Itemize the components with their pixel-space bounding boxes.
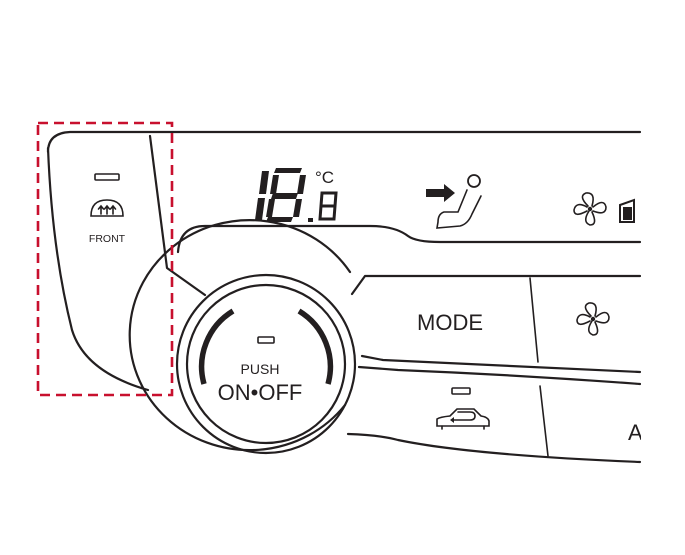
front-defrost-indicator xyxy=(94,173,120,181)
highlight-box xyxy=(36,121,174,397)
knob-indicator-light xyxy=(257,336,275,344)
knob-right-arc xyxy=(297,308,334,385)
temperature-digits xyxy=(255,168,338,222)
fan-icon xyxy=(573,192,607,226)
fan-level-bar-icon xyxy=(619,198,635,223)
ac-label: A xyxy=(628,420,643,445)
fan-icon xyxy=(576,302,610,336)
push-label: PUSH xyxy=(241,361,280,377)
on-off-knob[interactable]: PUSH ON•OFF xyxy=(175,273,357,455)
recirculation-button[interactable] xyxy=(436,387,490,430)
face-vent-airflow-icon xyxy=(426,174,482,229)
front-defroster-icon xyxy=(90,199,124,217)
fan-speed-button[interactable] xyxy=(576,302,610,336)
front-defrost-button[interactable]: FRONT xyxy=(89,173,126,245)
temperature-unit: °C xyxy=(315,168,334,187)
knob-face xyxy=(185,283,347,445)
recirculation-indicator xyxy=(451,387,471,395)
mode-label: MODE xyxy=(417,310,483,335)
front-defrost-label: FRONT xyxy=(89,233,126,245)
air-recirculation-icon xyxy=(436,408,490,430)
knob-bezel xyxy=(175,273,357,455)
knob-outer-ring xyxy=(128,219,352,452)
temperature-display: °C xyxy=(255,168,338,222)
mode-button[interactable]: MODE xyxy=(417,310,483,335)
ac-button[interactable]: A xyxy=(628,420,643,445)
panel-outline xyxy=(46,130,642,464)
on-off-label: ON•OFF xyxy=(218,380,303,405)
knob-left-arc xyxy=(198,308,235,385)
crop-mask xyxy=(641,100,685,500)
